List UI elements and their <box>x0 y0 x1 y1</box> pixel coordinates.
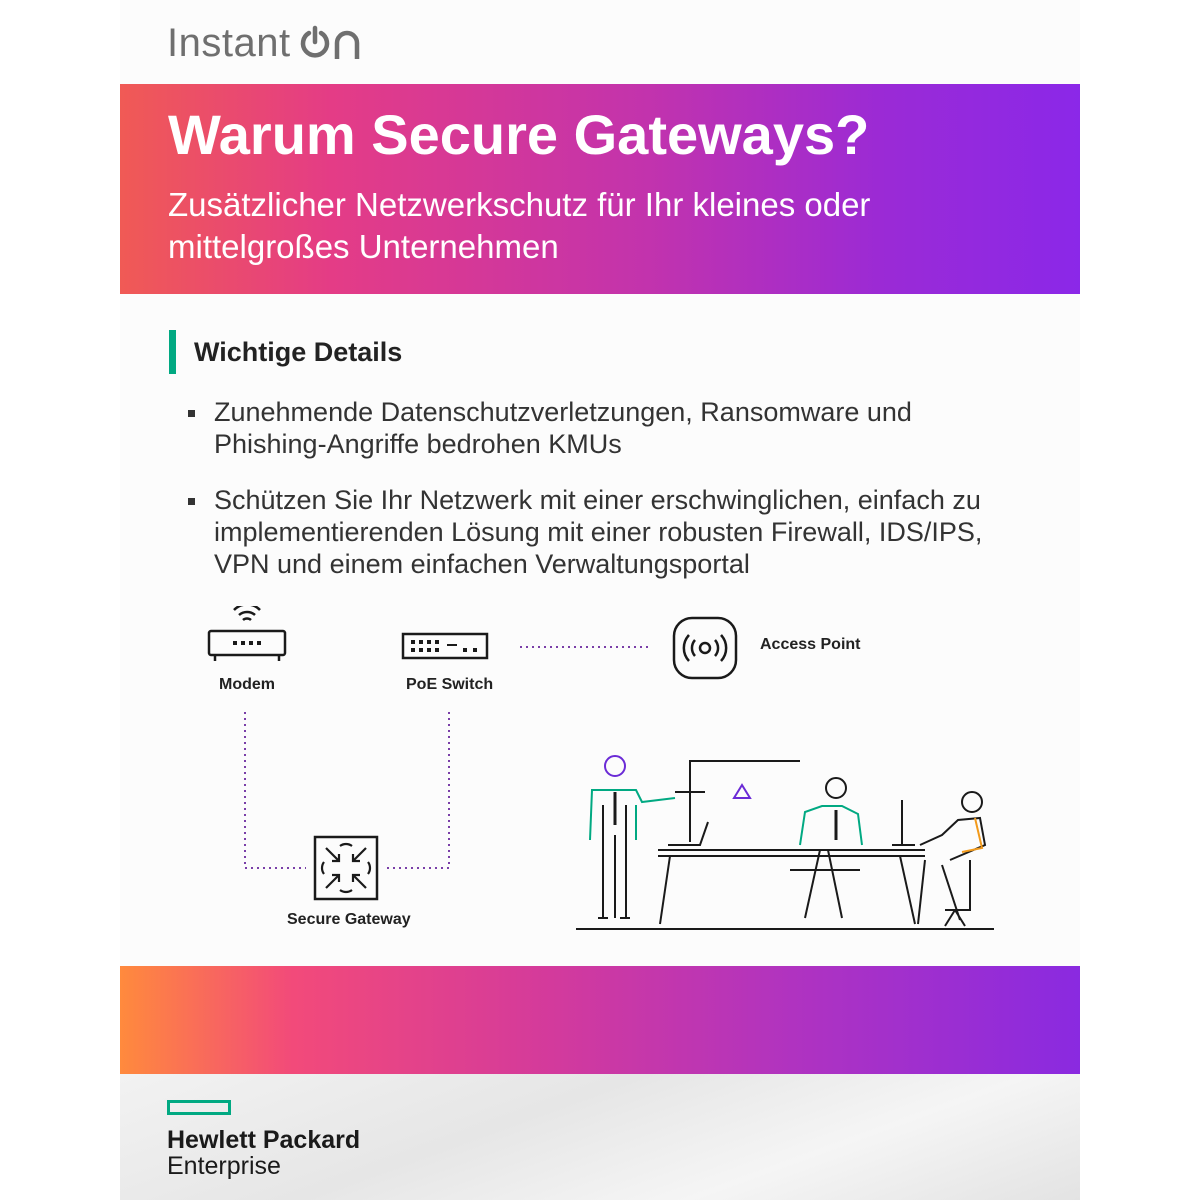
poe-switch-label: PoE Switch <box>406 676 494 693</box>
bullet-marker <box>188 498 195 505</box>
logo-word: Instant <box>167 20 291 65</box>
hpe-logo-mark <box>167 1100 231 1115</box>
secure-gateway-icon <box>313 835 379 901</box>
bullet-marker <box>188 410 195 417</box>
page-subtitle: Zusätzlicher Netzwerkschutz für Ihr klei… <box>168 186 871 265</box>
power-on-icon <box>300 25 359 59</box>
access-point-icon <box>672 616 738 680</box>
list-item-text: Schützen Sie Ihr Netzwerk mit einer ersc… <box>214 485 983 579</box>
footer-background <box>120 1074 1080 1200</box>
section-heading: Wichtige Details <box>169 330 402 374</box>
decorative-band <box>120 966 1080 1074</box>
company-name-suffix: Enterprise <box>167 1152 281 1180</box>
access-point-label: Access Point <box>760 636 861 653</box>
accent-bar <box>169 330 176 374</box>
instant-on-logo: Instant <box>167 20 365 66</box>
office-illustration <box>576 755 994 930</box>
hero-banner: Warum Secure Gateways? Zusätzlicher Netz… <box>120 84 1080 294</box>
section-heading-text: Wichtige Details <box>194 336 403 367</box>
secure-gateway-label: Secure Gateway <box>287 911 411 928</box>
poe-switch-icon <box>401 632 489 660</box>
modem-label: Modem <box>219 676 275 693</box>
list-item: Zunehmende Datenschutzverletzungen, Rans… <box>188 396 988 460</box>
page-title: Warum Secure Gateways? <box>168 103 870 166</box>
list-item: Schützen Sie Ihr Netzwerk mit einer ersc… <box>188 484 988 580</box>
list-item-text: Zunehmende Datenschutzverletzungen, Rans… <box>214 397 912 459</box>
modem-icon <box>207 606 287 661</box>
company-name: Hewlett Packard <box>167 1126 361 1154</box>
